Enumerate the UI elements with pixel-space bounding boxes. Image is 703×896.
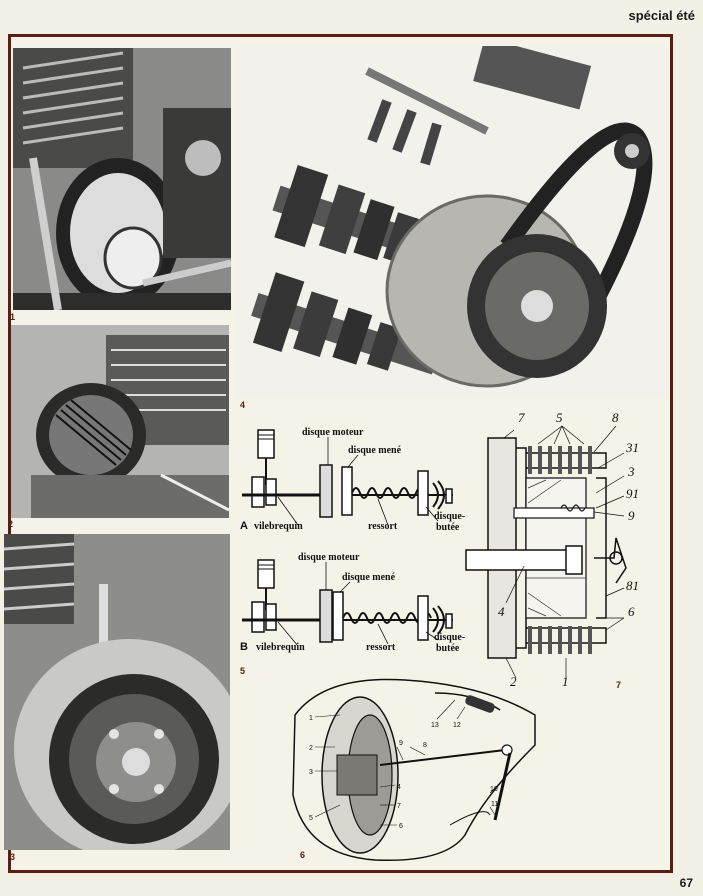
label-ressort-b: ressort [366, 642, 396, 653]
label-disque-butee-a-2: butée [436, 522, 460, 533]
figure-number-1: 1 [10, 312, 16, 322]
clutch-principle-diagram: disque moteur disque mené A vilebrequin … [240, 427, 465, 654]
diagram-a: disque moteur disque mené A vilebrequin … [240, 427, 465, 533]
callout-6-9: 9 [399, 740, 403, 747]
figure-number-7: 7 [616, 680, 622, 690]
figure-number-5: 5 [240, 666, 246, 676]
callout-6-8: 8 [423, 742, 427, 749]
figure-number-2: 2 [8, 519, 14, 529]
callout-6-2: 2 [309, 745, 313, 752]
callout-6-3: 3 [309, 769, 313, 776]
photo-engine-clutch-cover [11, 325, 229, 518]
label-vilebrequin-b: vilebrequin [256, 642, 305, 653]
label-disque-butee-b-1: disque- [434, 632, 465, 643]
label-disque-butee-b-2: butée [436, 643, 460, 654]
section-label: spécial été [628, 8, 696, 23]
callout-7-31: 31 [625, 440, 639, 455]
callout-7-2: 2 [510, 674, 517, 689]
diagram-b: disque moteur disque mené B vilebrequin … [240, 552, 465, 654]
label-letter-b: B [240, 641, 248, 653]
label-disque-moteur-b: disque moteur [298, 552, 360, 563]
callout-6-7: 7 [397, 803, 401, 810]
callout-6-10: 10 [490, 786, 498, 793]
callout-7-8: 8 [612, 410, 619, 425]
label-disque-mene-b: disque mené [342, 572, 396, 583]
page-number: 67 [679, 876, 693, 890]
photo-clutch-closeup [4, 534, 230, 850]
callout-7-3: 3 [627, 464, 635, 479]
label-vilebrequin-a: vilebrequin [254, 521, 303, 532]
callout-6-11: 11 [491, 801, 498, 808]
label-disque-moteur-a: disque moteur [302, 427, 364, 438]
callout-6-1: 1 [309, 715, 313, 722]
callout-7-81: 81 [626, 578, 639, 593]
label-disque-mene-a: disque mené [348, 445, 402, 456]
callout-7-5: 5 [556, 410, 563, 425]
photo-gearbox-parts [237, 46, 665, 398]
callout-7-1: 1 [562, 674, 569, 689]
callout-6-6: 6 [399, 823, 403, 830]
callout-7-7: 7 [518, 410, 525, 425]
callout-7-4: 4 [498, 604, 505, 619]
figure-number-3: 3 [10, 852, 16, 862]
callout-6-5: 5 [309, 815, 313, 822]
photo-motorcycle-engine [13, 48, 231, 310]
callout-6-12: 12 [453, 722, 461, 729]
callout-7-9: 9 [628, 508, 635, 523]
figure-number-6: 6 [300, 850, 306, 860]
callout-7-6: 6 [628, 604, 635, 619]
figure-number-4: 4 [240, 400, 246, 410]
label-letter-a: A [240, 520, 248, 532]
label-ressort-a: ressort [368, 521, 398, 532]
clutch-control-illustration: 1 2 3 4 5 6 7 8 9 10 11 12 13 [292, 678, 536, 862]
label-disque-butee-a-1: disque- [434, 511, 465, 522]
callout-6-4: 4 [397, 784, 401, 791]
clutch-cross-section: 7 5 8 31 3 91 9 4 81 6 2 1 [465, 410, 639, 689]
callout-6-13: 13 [431, 722, 439, 729]
callout-7-91: 91 [626, 486, 639, 501]
